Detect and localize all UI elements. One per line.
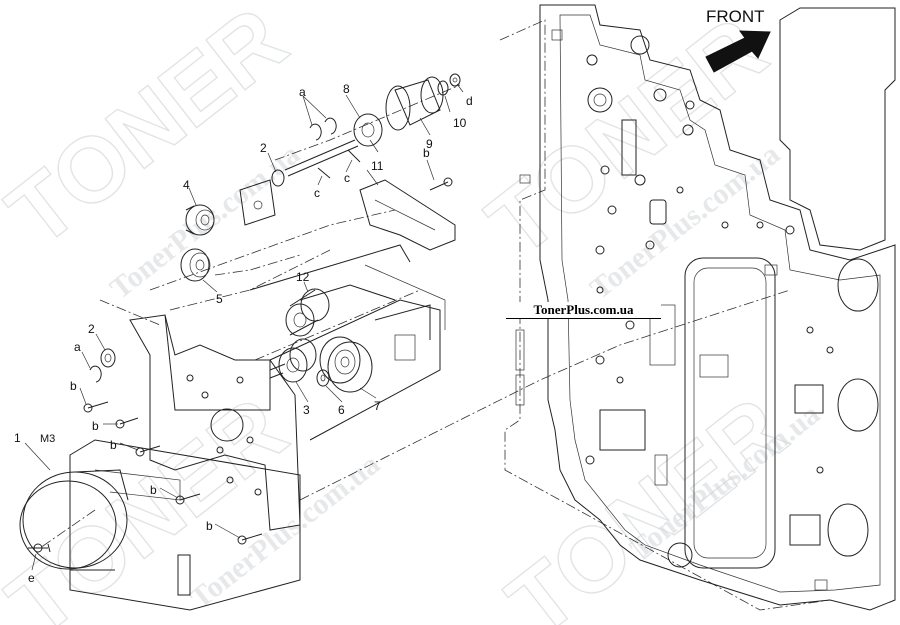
callout-a: a <box>74 340 81 354</box>
callout-b: b <box>70 379 77 393</box>
callout-e: e <box>28 571 35 585</box>
watermark-brand: TONER <box>0 378 305 625</box>
callout-b: b <box>150 483 157 497</box>
callout-c: c <box>314 186 320 200</box>
callout-12: 12 <box>296 270 310 284</box>
motor-assembly <box>19 439 301 611</box>
callout-c: c <box>344 171 350 185</box>
callout-2: 2 <box>88 322 95 336</box>
callout-5: 5 <box>216 292 223 306</box>
callout-6: 6 <box>338 403 345 417</box>
callout-7: 7 <box>374 399 381 413</box>
callout-3: 3 <box>303 403 310 417</box>
site-label: TonerPlus.com.ua <box>506 302 661 319</box>
callout-10: 10 <box>453 116 467 130</box>
callout-2: 2 <box>260 141 267 155</box>
callout-a: a <box>299 85 306 99</box>
watermark-brand: TONER <box>490 378 805 625</box>
callout-1: 1 <box>14 431 21 445</box>
callout-b: b <box>206 519 213 533</box>
watermark-layer: TONER TONER TONER TONER TonerPlus.com.ua… <box>0 0 826 625</box>
watermark-brand: TONER <box>0 0 305 266</box>
front-direction-label: FRONT <box>706 7 765 26</box>
callout-9: 9 <box>426 137 433 151</box>
callout-b: b <box>423 146 430 160</box>
callout-11: 11 <box>371 159 384 173</box>
callout-labels: a 8 2 4 c c 11 b 9 10 d 5 12 2 a b b b b… <box>14 82 473 585</box>
callout-d: d <box>466 94 473 108</box>
gear-group <box>89 73 461 393</box>
drive-bracket <box>129 244 446 531</box>
callout-4: 4 <box>183 178 190 192</box>
callout-b: b <box>110 438 117 452</box>
callout-8: 8 <box>343 82 350 96</box>
leader-lines <box>24 83 464 571</box>
assembly-lines <box>39 84 791 549</box>
callout-b: b <box>92 419 99 433</box>
front-arrow-icon <box>705 30 771 73</box>
screw-group <box>83 177 453 545</box>
callout-m3: M3 <box>40 433 55 445</box>
main-frame <box>499 4 896 611</box>
